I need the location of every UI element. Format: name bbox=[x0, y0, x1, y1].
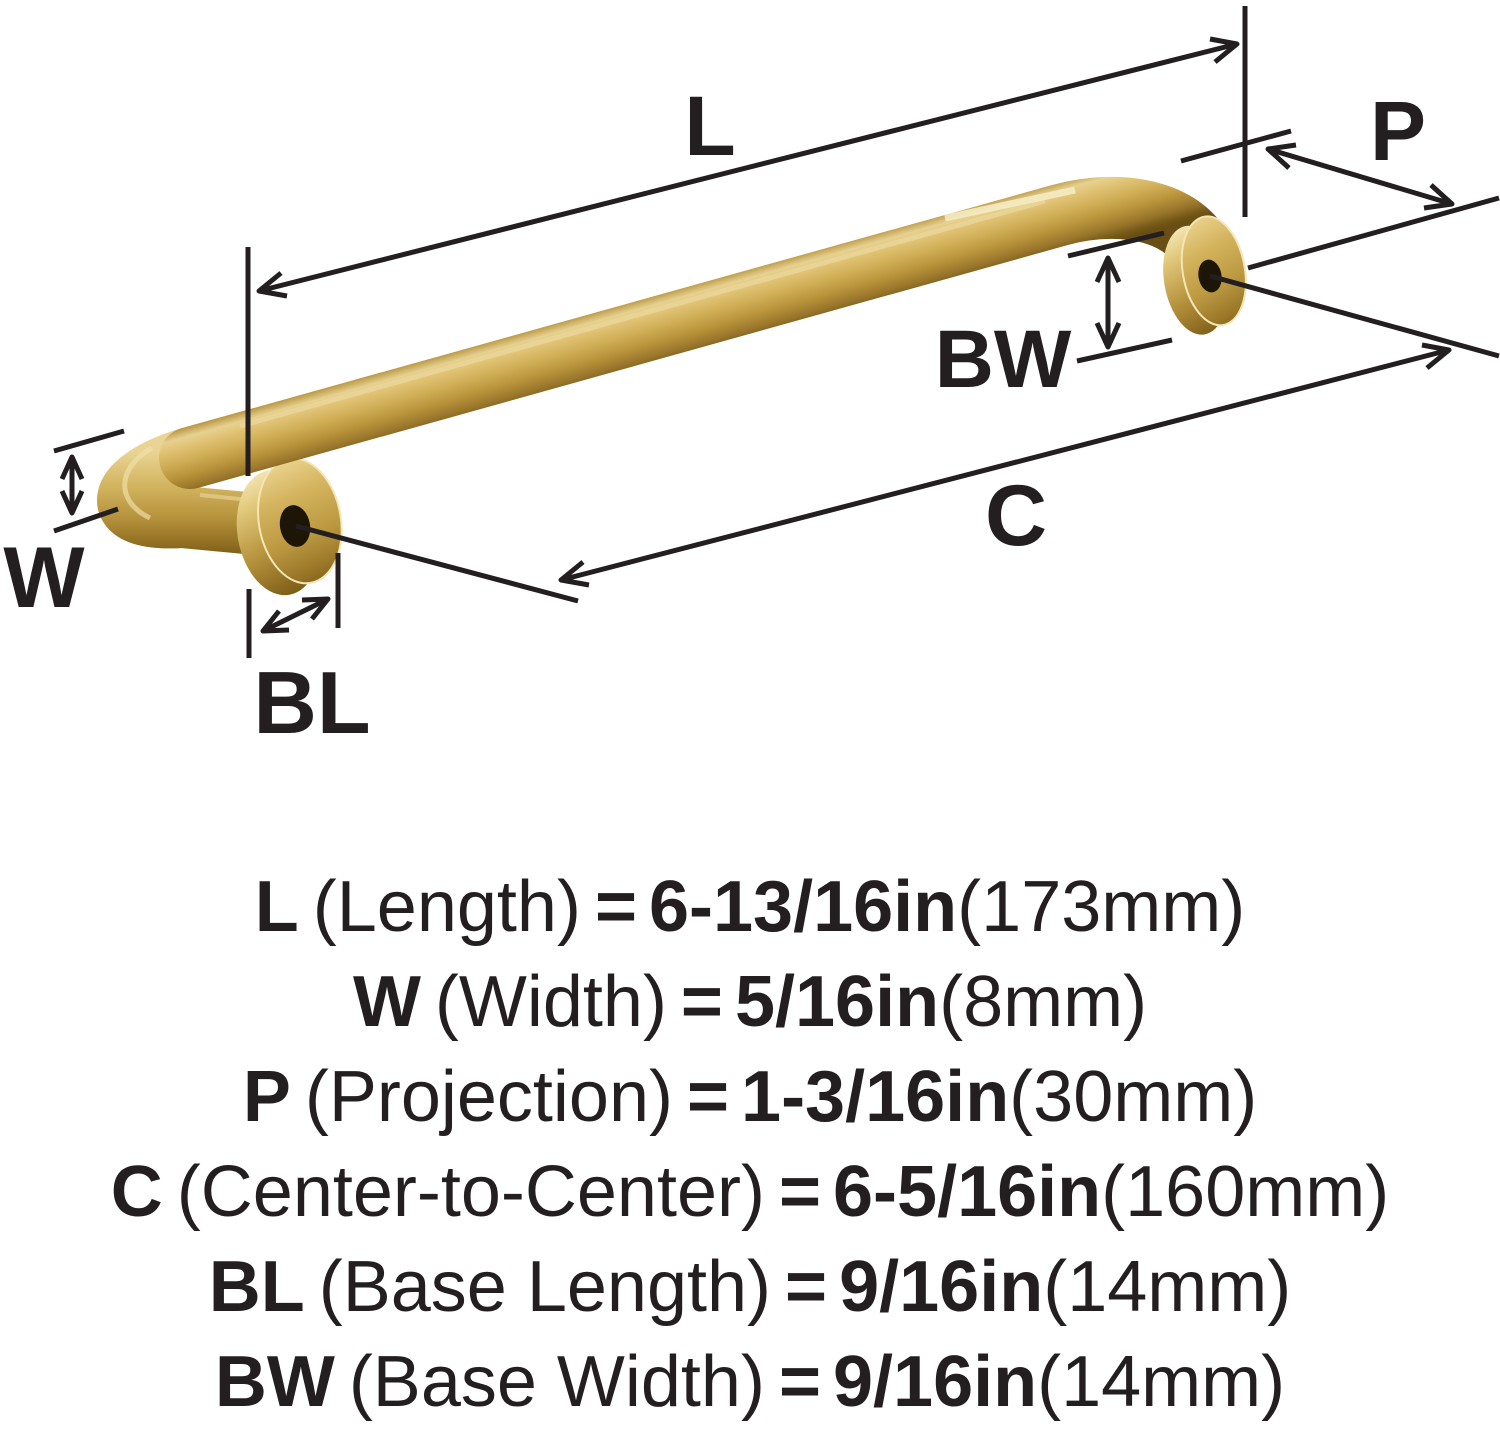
dim-projection bbox=[1265, 142, 1455, 211]
dimension-diagram: L P W C BW BL bbox=[3, 6, 1500, 752]
handle-bar-specular bbox=[944, 186, 1076, 222]
tick bbox=[53, 506, 119, 534]
legend-metric: (14mm) bbox=[1037, 1342, 1286, 1422]
tick bbox=[1076, 337, 1173, 364]
legend-equals: = bbox=[778, 1152, 822, 1232]
arrowhead bbox=[1423, 183, 1455, 211]
arrowhead bbox=[1094, 255, 1122, 284]
arrowhead bbox=[260, 609, 290, 634]
legend-name: (Center-to-Center) bbox=[176, 1152, 765, 1232]
legend-value: 6-5/16in bbox=[833, 1152, 1102, 1232]
dim-base-width bbox=[1067, 230, 1173, 364]
tick bbox=[53, 428, 125, 454]
legend-row-center-to-center: C(Center-to-Center)=6-5/16in(160mm) bbox=[0, 1145, 1500, 1240]
legend-metric: (173mm) bbox=[957, 867, 1246, 947]
legend-name: (Base Width) bbox=[348, 1342, 765, 1422]
legend-row-projection: P(Projection)=1-3/16in(30mm) bbox=[0, 1050, 1500, 1145]
handle-left-bend-highlight bbox=[122, 445, 154, 521]
arrowhead bbox=[1094, 321, 1122, 350]
handle-bar-highlight bbox=[239, 198, 1046, 429]
arrowhead bbox=[59, 454, 85, 481]
label-projection: P bbox=[1370, 84, 1426, 178]
legend-symbol: P bbox=[242, 1057, 291, 1137]
legend-value: 9/16in bbox=[839, 1247, 1044, 1327]
dimension-lines bbox=[53, 6, 1500, 658]
legend-value: 1-3/16in bbox=[741, 1057, 1010, 1137]
legend-equals: = bbox=[686, 1057, 730, 1137]
label-width: W bbox=[3, 530, 85, 626]
arrowhead bbox=[59, 489, 85, 516]
arrowhead bbox=[301, 596, 331, 621]
legend-equals: = bbox=[785, 1247, 828, 1327]
handle-body bbox=[97, 176, 1247, 596]
right-base bbox=[1163, 215, 1247, 335]
arrowhead bbox=[558, 560, 590, 588]
legend-equals: = bbox=[680, 962, 723, 1042]
legend-name: (Base Length) bbox=[318, 1247, 772, 1327]
dim-center-to-center bbox=[558, 342, 1452, 588]
arrowhead bbox=[1265, 142, 1297, 170]
legend-equals: = bbox=[594, 867, 637, 947]
dimension-legend: L(Length)=6-13/16in(173mm) W(Width)=5/16… bbox=[0, 860, 1500, 1430]
dim-length bbox=[256, 36, 1240, 299]
extension-tick-projection bbox=[1180, 128, 1292, 164]
legend-row-length: L(Length)=6-13/16in(173mm) bbox=[0, 860, 1500, 955]
legend-metric: (160mm) bbox=[1101, 1152, 1390, 1232]
legend-symbol: BL bbox=[208, 1247, 305, 1327]
legend-metric: (14mm) bbox=[1043, 1247, 1292, 1327]
left-screw-hole bbox=[279, 505, 311, 547]
legend-name: (Width) bbox=[434, 962, 667, 1042]
dim-base-length bbox=[246, 553, 341, 658]
leader-left-hole bbox=[295, 523, 579, 604]
legend-value: 6-13/16in bbox=[648, 867, 958, 947]
arrowhead bbox=[256, 271, 288, 299]
legend-equals: = bbox=[778, 1342, 821, 1422]
label-center-to-center: C bbox=[985, 468, 1047, 564]
legend-name: (Projection) bbox=[304, 1057, 673, 1137]
legend-row-base-length: BL(Base Length)=9/16in(14mm) bbox=[0, 1240, 1500, 1335]
arrowhead bbox=[1209, 36, 1240, 64]
label-length: L bbox=[684, 79, 735, 173]
handle-diagram-svg: L P W C BW BL bbox=[3, 6, 1500, 752]
legend-symbol: C bbox=[110, 1152, 163, 1232]
tick bbox=[1067, 230, 1165, 259]
legend-metric: (30mm) bbox=[1009, 1057, 1258, 1137]
legend-value: 9/16in bbox=[832, 1342, 1038, 1422]
label-base-width: BW bbox=[935, 314, 1072, 405]
leader-right-hole bbox=[1209, 273, 1500, 359]
arrowhead bbox=[1421, 342, 1452, 370]
leader-top-face bbox=[1247, 195, 1500, 271]
legend-symbol: L bbox=[254, 867, 299, 947]
legend-symbol: BW bbox=[214, 1342, 335, 1422]
label-base-length: BL bbox=[253, 653, 370, 752]
legend-name: (Length) bbox=[312, 867, 581, 947]
legend-metric: (8mm) bbox=[939, 962, 1148, 1042]
legend-row-width: W(Width)=5/16in(8mm) bbox=[0, 955, 1500, 1050]
legend-symbol: W bbox=[352, 962, 421, 1042]
legend-value: 5/16in bbox=[734, 962, 940, 1042]
dim-width bbox=[53, 428, 125, 534]
legend-row-base-width: BW(Base Width)=9/16in(14mm) bbox=[0, 1335, 1500, 1430]
left-base bbox=[236, 457, 343, 596]
